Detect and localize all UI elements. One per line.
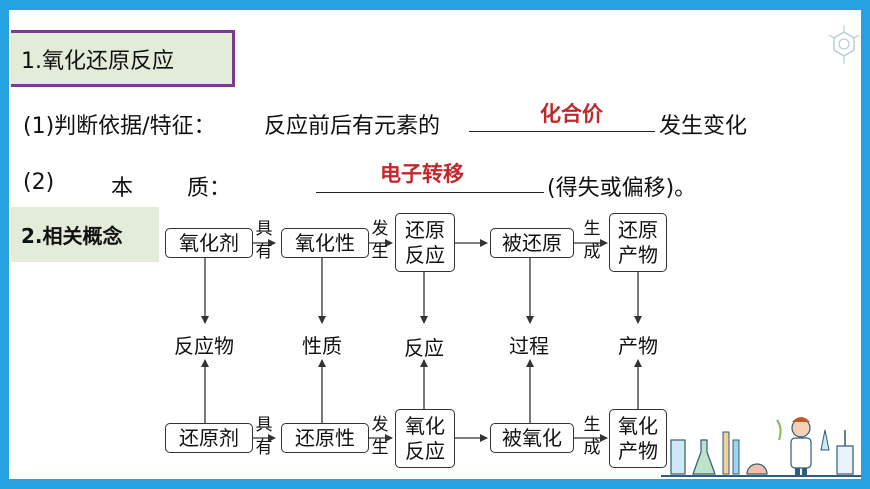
box-reduction-product: 还原产物 xyxy=(609,213,667,272)
box-oxidant: 氧化剂 xyxy=(165,228,253,258)
connector-has-top: 具有 xyxy=(255,219,273,262)
box-oxidation-product: 氧化产物 xyxy=(609,409,667,468)
section1-title: 1.氧化还原反应 xyxy=(21,48,174,74)
connector-undergo-top: 发生 xyxy=(371,219,389,262)
q2-blank xyxy=(316,168,544,193)
benzene-icon xyxy=(828,25,860,64)
connector-has-bottom: 具有 xyxy=(255,415,273,458)
slide: 1.氧化还原反应 (1)判断依据/特征： 反应前后有元素的 化合价 发生变化 (… xyxy=(9,10,861,479)
q1-label: (1)判断依据/特征： xyxy=(23,114,216,139)
box-oxidizing-property: 氧化性 xyxy=(281,228,369,258)
label-property: 性质 xyxy=(302,334,342,358)
connector-produce-bottom: 生成 xyxy=(583,415,601,458)
q1-text-before: 反应前后有元素的 xyxy=(264,114,441,139)
label-product: 产物 xyxy=(618,334,658,358)
q2-answer: 电子转移 xyxy=(380,162,464,186)
q2-label-num: (2) xyxy=(23,170,55,195)
q2-label-char2: 质： xyxy=(187,176,232,201)
section2-header: 2.相关概念 xyxy=(11,207,159,262)
box-oxidized: 被氧化 xyxy=(490,423,574,453)
connector-undergo-bottom: 发生 xyxy=(371,415,389,458)
box-reduction-reaction: 还原反应 xyxy=(395,213,455,272)
label-reactant: 反应物 xyxy=(174,334,234,358)
q1-text-after: 发生变化 xyxy=(659,114,748,139)
box-oxidation-reaction: 氧化反应 xyxy=(395,409,455,468)
label-process: 过程 xyxy=(509,334,549,358)
flow-arrows xyxy=(201,239,642,442)
box-reducing-property: 还原性 xyxy=(281,423,369,453)
q2-label-char1: 本 xyxy=(111,176,134,201)
section2-title: 2.相关概念 xyxy=(21,224,123,248)
q1-answer: 化合价 xyxy=(540,102,603,126)
section1-header: 1.氧化还原反应 xyxy=(11,30,235,87)
q2-text-after: (得失或偏移)。 xyxy=(547,176,697,201)
lab-equipment-illustration xyxy=(661,417,861,477)
label-reaction: 反应 xyxy=(404,336,444,360)
box-reductant: 还原剂 xyxy=(165,423,253,453)
connector-produce-top: 生成 xyxy=(583,219,601,262)
box-reduced: 被还原 xyxy=(490,228,574,258)
q1-blank xyxy=(469,107,655,132)
